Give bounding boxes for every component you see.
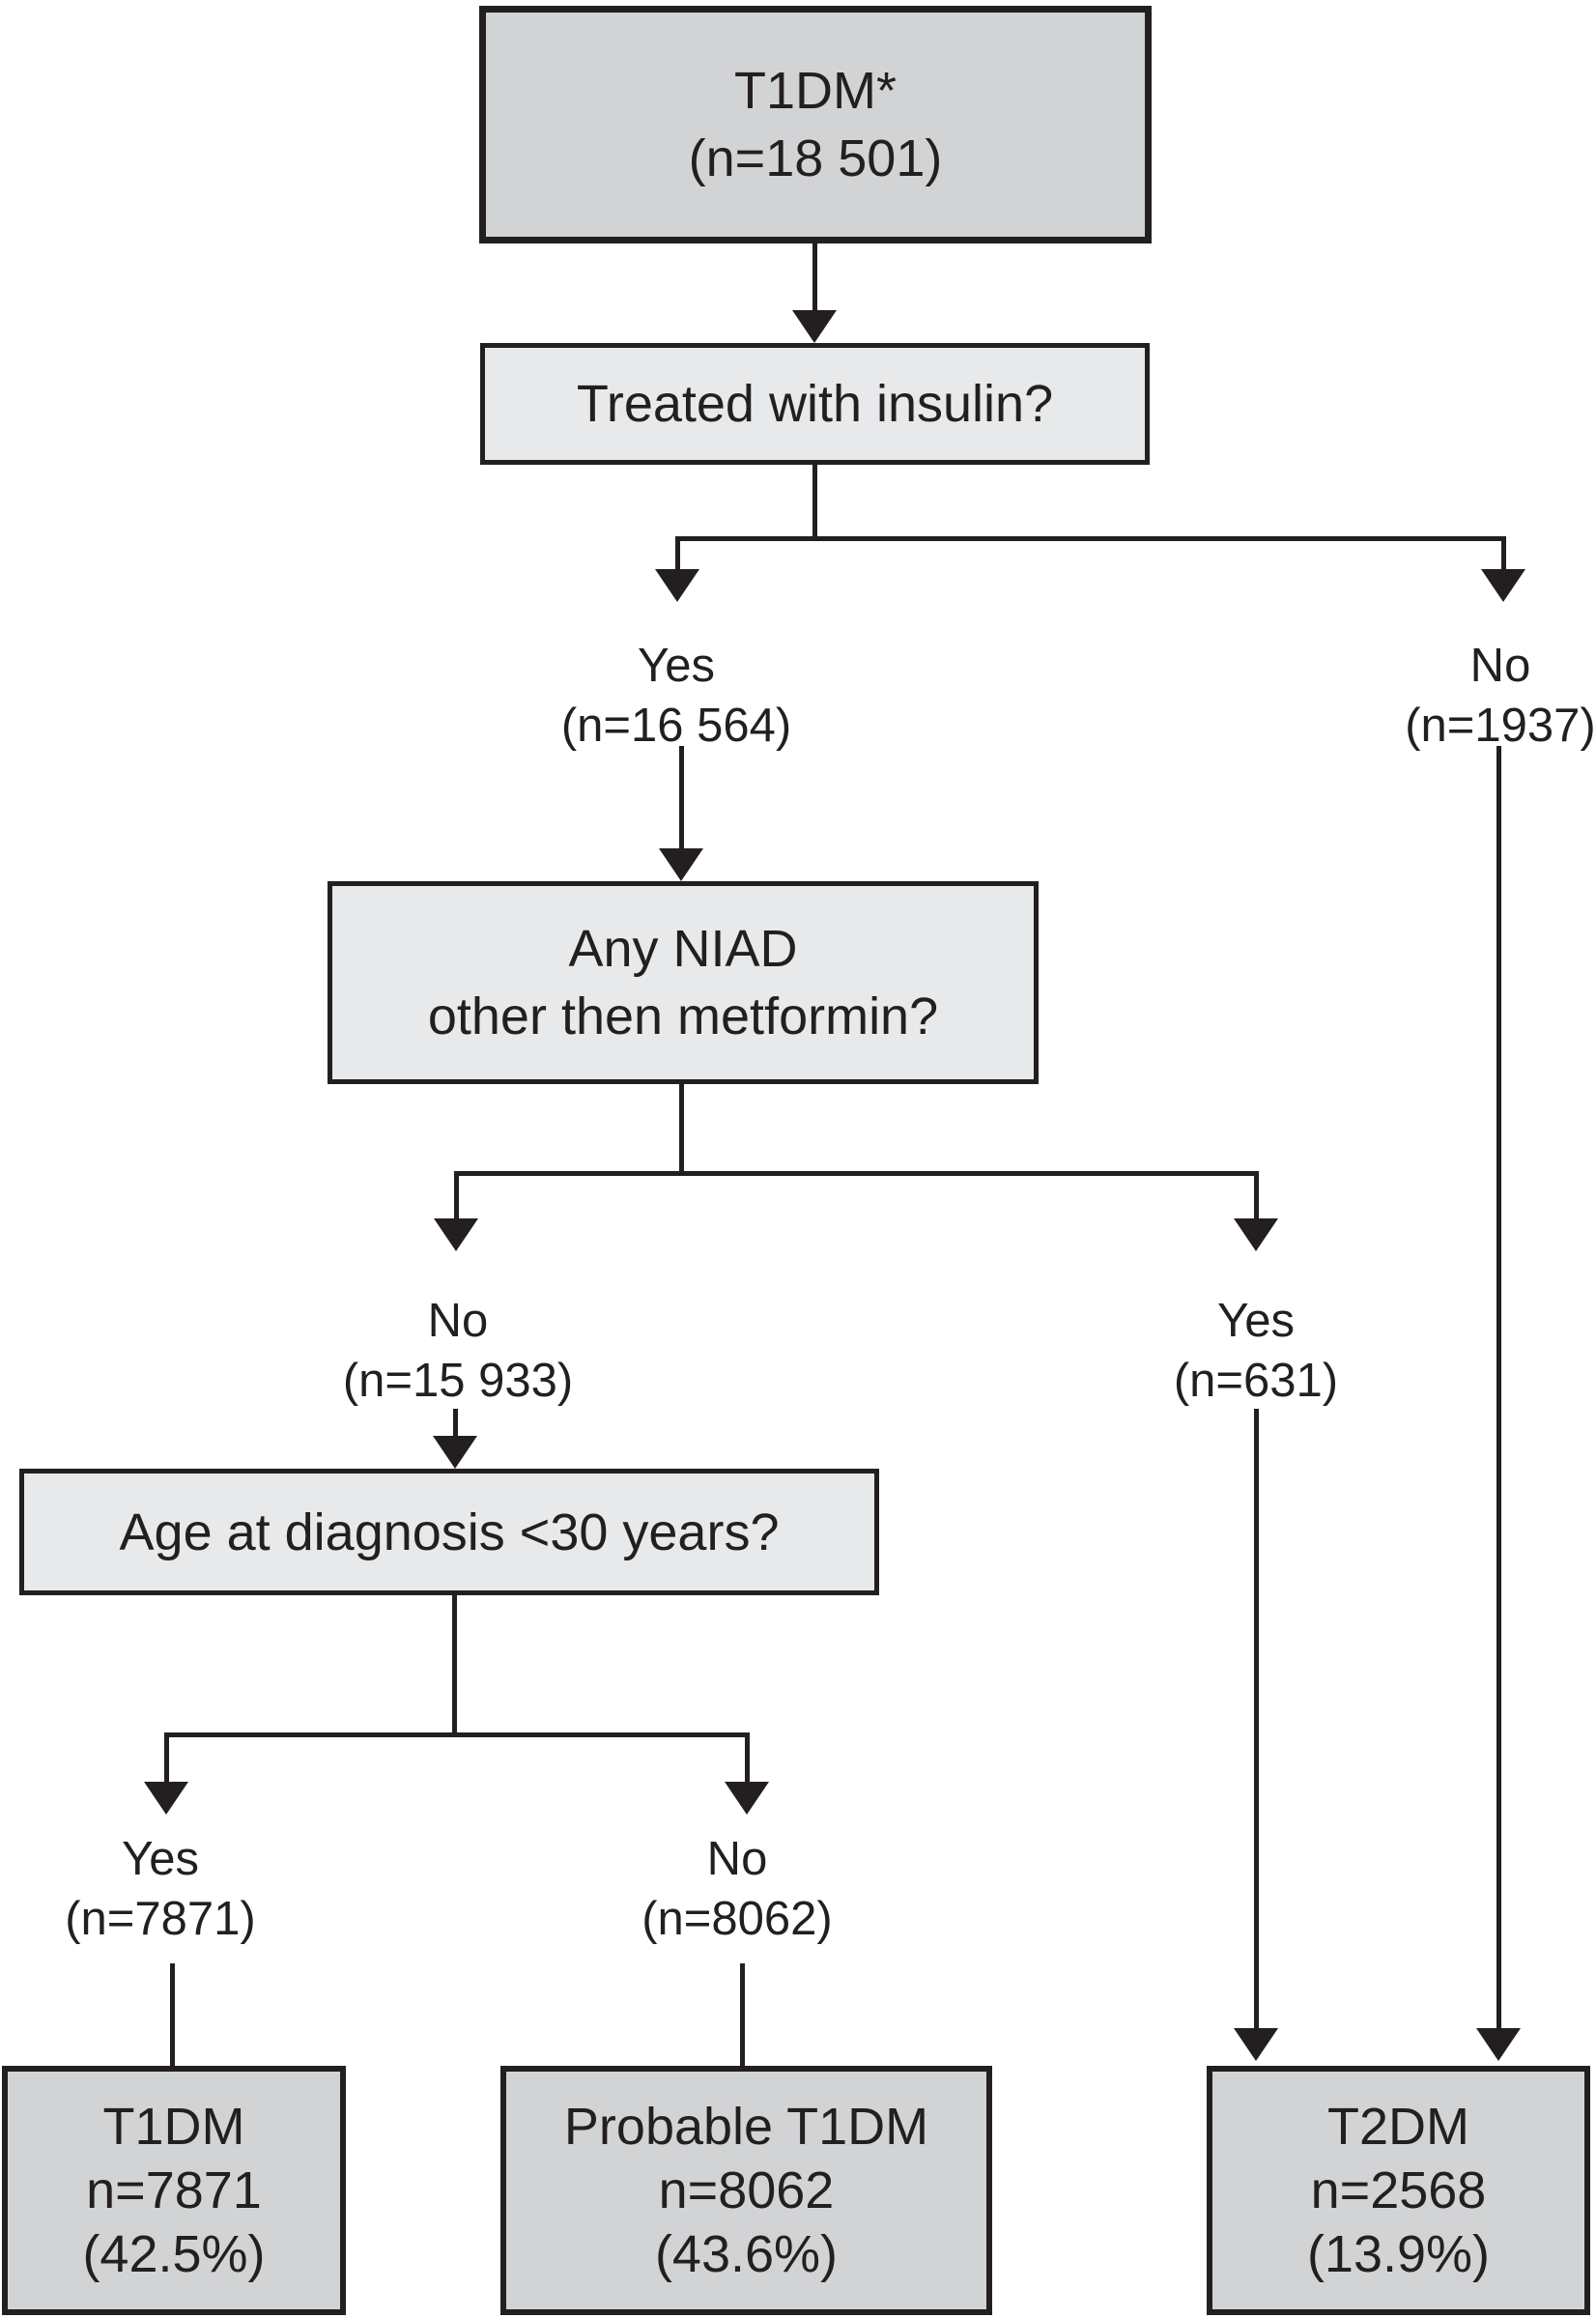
branch-answer: No — [427, 1295, 489, 1347]
branch-count: (n=631) — [1173, 1355, 1339, 1407]
node-outcome-probable-t1dm-count: n=8062 — [658, 2161, 835, 2219]
node-t1dm-source-title: T1DM* — [733, 62, 897, 120]
connector-line — [454, 1171, 459, 1222]
arrowhead-icon — [1234, 1218, 1278, 1251]
connector-line — [454, 1171, 1259, 1176]
node-outcome-probable-t1dm-percent: (43.6%) — [654, 2225, 839, 2283]
node-question-niad: Any NIAD other then metformin? — [328, 881, 1039, 1084]
node-t1dm-source-count: (n=18 501) — [688, 129, 943, 187]
branch-count: (n=1937) — [1405, 700, 1596, 752]
arrowhead-icon — [1234, 2028, 1278, 2061]
branch-label-age-yes: Yes (n=7871) — [65, 1829, 256, 1949]
node-question-niad-line1: Any NIAD — [568, 920, 798, 978]
branch-count: (n=16 564) — [560, 700, 792, 752]
branch-count: (n=7871) — [65, 1893, 256, 1945]
connector-line — [675, 536, 1506, 541]
node-question-insulin: Treated with insulin? — [480, 343, 1150, 465]
branch-count: (n=8062) — [641, 1893, 833, 1945]
branch-label-age-no: No (n=8062) — [641, 1829, 833, 1949]
branch-answer: Yes — [638, 640, 715, 692]
node-outcome-t2dm-title: T2DM — [1327, 2098, 1469, 2156]
branch-label-niad-yes: Yes (n=631) — [1174, 1291, 1338, 1411]
branch-label-niad-no: No (n=15 933) — [343, 1291, 573, 1411]
branch-label-insulin-no: No (n=1937) — [1405, 636, 1596, 756]
branch-answer: Yes — [122, 1833, 199, 1885]
arrowhead-icon — [659, 848, 703, 881]
connector-line — [812, 243, 817, 312]
connector-line — [164, 1732, 169, 1786]
connector-line — [453, 1409, 458, 1440]
branch-answer: Yes — [1217, 1295, 1295, 1347]
connector-line — [812, 464, 817, 540]
branch-count: (n=15 933) — [342, 1355, 574, 1407]
node-question-niad-line2: other then metformin? — [427, 987, 939, 1045]
connector-line — [170, 1963, 175, 2068]
connector-line — [452, 1595, 457, 1736]
node-t1dm-source: T1DM* (n=18 501) — [479, 6, 1152, 243]
branch-answer: No — [706, 1833, 768, 1885]
arrowhead-icon — [1476, 2028, 1521, 2061]
node-question-insulin-label: Treated with insulin? — [576, 375, 1054, 433]
arrowhead-icon — [1481, 569, 1525, 602]
node-outcome-probable-t1dm-title: Probable T1DM — [563, 2098, 929, 2156]
connector-line — [1254, 1171, 1259, 1222]
arrowhead-icon — [792, 310, 837, 343]
node-outcome-probable-t1dm: Probable T1DM n=8062 (43.6%) — [500, 2066, 992, 2315]
connector-line — [164, 1732, 750, 1737]
connector-line — [1254, 1409, 1259, 2032]
node-outcome-t1dm-title: T1DM — [102, 2098, 245, 2156]
node-outcome-t2dm: T2DM n=2568 (13.9%) — [1207, 2066, 1590, 2315]
arrowhead-icon — [655, 569, 699, 602]
connector-line — [679, 1084, 684, 1175]
connector-line — [675, 536, 680, 573]
connector-line — [740, 1963, 745, 2068]
connector-line — [679, 746, 684, 852]
node-question-age-label: Age at diagnosis <30 years? — [119, 1502, 780, 1561]
branch-label-insulin-yes: Yes (n=16 564) — [561, 636, 791, 756]
connector-line — [745, 1732, 750, 1786]
arrowhead-icon — [434, 1218, 478, 1251]
node-outcome-t2dm-percent: (13.9%) — [1306, 2225, 1491, 2283]
node-outcome-t1dm: T1DM n=7871 (42.5%) — [2, 2066, 346, 2315]
node-question-age: Age at diagnosis <30 years? — [19, 1469, 879, 1595]
connector-line — [1501, 536, 1506, 573]
arrowhead-icon — [725, 1782, 769, 1815]
node-outcome-t1dm-percent: (42.5%) — [82, 2225, 266, 2283]
branch-answer: No — [1469, 640, 1531, 692]
arrowhead-icon — [433, 1436, 477, 1469]
node-outcome-t2dm-count: n=2568 — [1310, 2161, 1487, 2219]
connector-line — [1496, 746, 1501, 2032]
node-outcome-t1dm-count: n=7871 — [86, 2161, 262, 2219]
arrowhead-icon — [144, 1782, 188, 1815]
